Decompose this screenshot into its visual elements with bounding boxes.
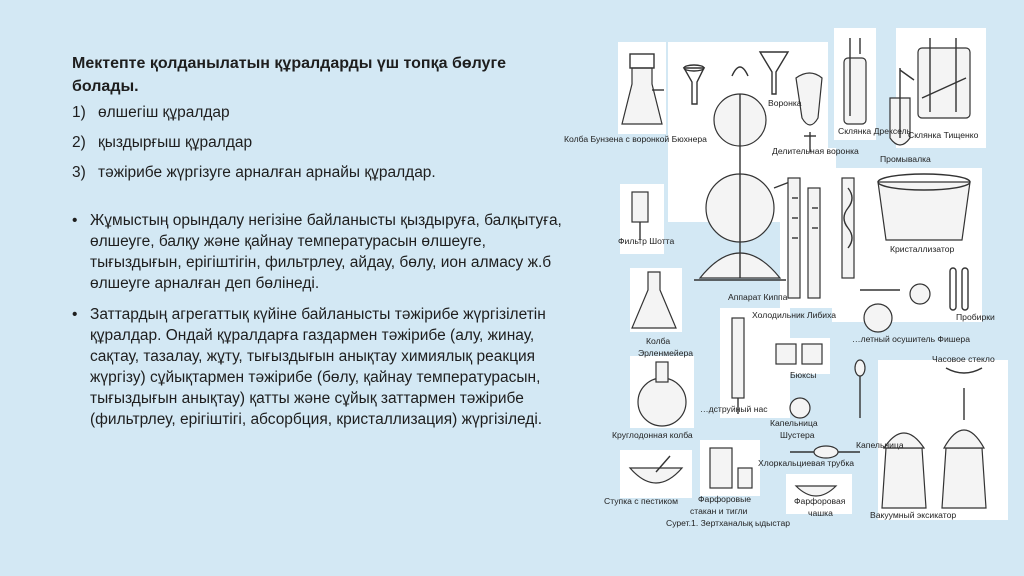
soxhlet-icon: [731, 317, 745, 414]
label-test-tubes: Пробирки: [956, 312, 995, 322]
group-text: тәжірибе жүргізуге арналған арнайы құрал…: [98, 164, 436, 181]
group-number: 2): [72, 134, 86, 151]
bullet-item: • Жұмыстың орындалу негізіне байланысты қ…: [72, 210, 562, 294]
text-column: Мектепте қолданылатын құралдарды үш топқ…: [72, 52, 562, 440]
label-porcelain-cup-1: Фарфоровая: [794, 496, 846, 506]
label-calcium-tube: Хлоркальциевая трубка: [758, 458, 854, 468]
bunsen-flask-icon: [621, 53, 664, 125]
label-porcelain-2: стакан и тигли: [690, 506, 748, 516]
group-item: 2) қыздырғыш құралдар: [72, 134, 562, 152]
label-separatory: Делительная воронка: [772, 146, 859, 156]
group-item: 1) өлшегіш құралдар: [72, 104, 562, 122]
label-desiccator: Вакуумный эксикатор: [870, 510, 956, 520]
tishchenko-bottle-icon: [917, 38, 971, 119]
erlenmeyer-flask-icon: [631, 271, 677, 329]
bullet-list: • Жұмыстың орындалу негізіне байланысты қ…: [72, 210, 562, 430]
group-list: 1)өлшегіш құралдар 2)қыздырғыш құралдар …: [72, 104, 562, 182]
bullet-dot-icon: •: [72, 212, 78, 229]
lab-equipment-figure: Колба Бунзена с воронкой Бюхнера Воронка…: [560, 28, 1020, 533]
distillation-flask-icon: [860, 283, 931, 333]
weighing-bottles-icon: [775, 343, 823, 365]
label-drexel: Склянка Дрексель: [838, 126, 912, 136]
schott-filter-icon: [631, 191, 649, 240]
label-porcelain-1: Фарфоровые: [698, 494, 751, 504]
label-round-flask: Круглодонная колба: [612, 430, 693, 440]
schuster-dropper-icon: [789, 397, 811, 419]
liebig-condenser-icon: [841, 177, 855, 279]
label-schuster-1: Капельница: [770, 418, 818, 428]
label-funnel: Воронка: [768, 98, 802, 108]
bullet-dot-icon: •: [72, 306, 78, 323]
bullet-item: • Заттардың агрегаттық күйіне байланысты …: [72, 304, 562, 430]
label-liebig: Холодильник Либиха: [752, 310, 836, 320]
mortar-pestle-icon: [628, 455, 684, 484]
label-soxhlet: …дструйный нас: [700, 404, 768, 414]
calcium-chloride-tube-icon: [790, 445, 860, 459]
group-item: 3) тәжірибе жүргізуге арналған арнайы құр…: [72, 164, 562, 182]
figure-caption: Сурет.1. Зертханалық ыдыстар: [666, 518, 790, 528]
label-mortar: Ступка с пестиком: [604, 496, 678, 506]
label-tishchenko: Склянка Тищенко: [908, 130, 979, 140]
wash-bottle-icon: [889, 68, 915, 146]
label-kipp: Аппарат Киппа: [728, 292, 788, 302]
kipp-apparatus-icon: [694, 66, 801, 281]
bullet-text: Заттардың агрегаттық күйіне байланысты т…: [90, 306, 546, 428]
bullet-text: Жұмыстың орындалу негізіне байланысты қы…: [90, 212, 562, 292]
lab-equipment-illustration: Колба Бунзена с воронкой Бюхнера Воронка…: [564, 28, 1008, 528]
porcelain-beaker-icon: [709, 447, 753, 489]
funnel-icon: [682, 64, 706, 105]
funnel-icon: [758, 51, 790, 95]
group-number: 1): [72, 104, 86, 121]
label-weighing: Бюксы: [790, 370, 816, 380]
label-erlenmeyer-2: Эрленмейера: [638, 348, 693, 358]
label-bunsen: Колба Бунзена с воронкой Бюхнера: [564, 134, 707, 144]
group-number: 3): [72, 164, 86, 181]
label-watch-glass: Часовое стекло: [932, 354, 995, 364]
graduated-cylinder-icon: [787, 177, 821, 299]
drexel-bottle-icon: [843, 38, 867, 125]
round-bottom-flask-icon: [637, 361, 687, 427]
porcelain-dish-icon: [794, 485, 838, 497]
label-erlenmeyer-1: Колба: [646, 336, 670, 346]
label-fisher: …летный осушитель Фишера: [852, 334, 970, 344]
label-wash-bottle: Промывалка: [880, 154, 931, 164]
label-porcelain-cup-2: чашка: [808, 508, 833, 518]
group-text: қыздырғыш құралдар: [98, 134, 253, 151]
watch-glass-icon: [945, 367, 983, 374]
group-text: өлшегіш құралдар: [98, 104, 230, 121]
label-schuster-2: Шустера: [780, 430, 815, 440]
dropper-icon: [854, 359, 866, 418]
label-crystallizer: Кристаллизатор: [890, 244, 954, 254]
vacuum-desiccator-icon: [881, 388, 987, 509]
separatory-funnel-icon: [795, 72, 823, 152]
slide-heading: Мектепте қолданылатын құралдарды үш топқ…: [72, 55, 507, 95]
test-tubes-icon: [949, 267, 969, 311]
crystallizer-icon: [877, 173, 971, 241]
label-schott: Фильтр Шотта: [618, 236, 674, 246]
label-dropper: Капельница: [856, 440, 904, 450]
